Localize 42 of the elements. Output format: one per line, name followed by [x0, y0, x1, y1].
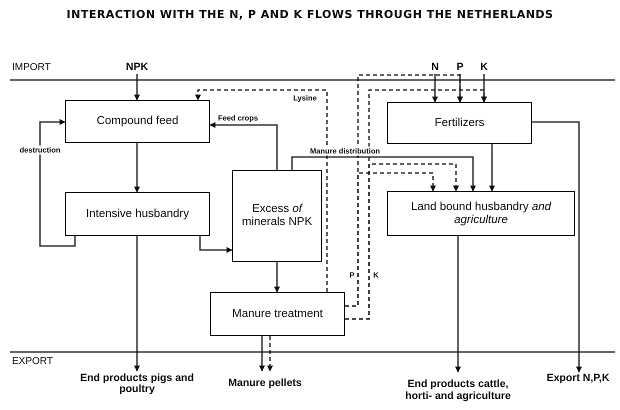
flow-arrow [134, 143, 140, 193]
flow-label: P [454, 61, 466, 74]
flow-arrow [195, 89, 328, 292]
flow-arrow [274, 262, 280, 293]
flow-arrow [209, 122, 278, 170]
flow-arrow [199, 236, 233, 253]
flow-arrow [345, 163, 459, 320]
flow-arrow [457, 74, 463, 103]
box-label: Land bound husbandry and agriculture [410, 200, 552, 226]
flow-arrow [345, 172, 436, 307]
box-label: Manure treatment [232, 308, 323, 320]
flow-arrow [39, 119, 76, 247]
diagram-title: INTERACTION WITH THE N, P AND K FLOWS THROUGH THE NETHERLANDS [66, 8, 554, 22]
flow-arrow [267, 336, 273, 372]
box-label: Fertilizers [434, 116, 484, 130]
flow-arrow [489, 144, 495, 192]
box-label: Excess of minerals NPK [240, 203, 314, 229]
box-label: Compound feed [96, 115, 178, 128]
process-box [387, 191, 575, 236]
flow-label: K [478, 61, 490, 74]
flow-label: NPK [118, 61, 156, 74]
flow-arrow [291, 156, 476, 192]
flow-label: End products cattle, horti- and agriculture [398, 372, 518, 409]
flow-label: End products pigs and poultry [72, 371, 202, 397]
process-box [65, 100, 210, 143]
flow-label: Export N,P,K [536, 372, 620, 386]
process-box [387, 102, 532, 144]
flow-arrow [134, 74, 140, 101]
flow-arrow [432, 74, 438, 103]
flow-arrow [532, 121, 582, 373]
section-label: EXPORT [12, 356, 53, 367]
process-box [65, 192, 210, 236]
process-box [210, 292, 345, 336]
flow-arrow [259, 336, 265, 372]
flow-arrow [134, 236, 140, 372]
section-label: IMPORT [12, 62, 51, 73]
flow-arrow [455, 236, 461, 373]
flow-arrow [481, 74, 487, 103]
process-box [232, 170, 322, 262]
flow-label: N [429, 61, 441, 74]
box-label: Intensive husbandry [86, 208, 189, 220]
flow-label: Manure pellets [228, 371, 302, 397]
